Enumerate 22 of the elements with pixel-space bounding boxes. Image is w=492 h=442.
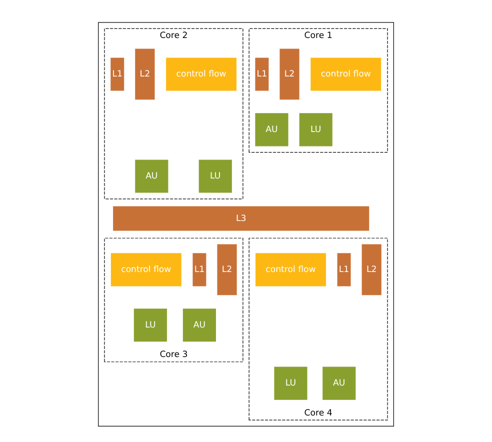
node-box: control flow <box>310 58 382 91</box>
node-box: L2 <box>217 244 237 296</box>
node-box: AU <box>135 160 168 193</box>
node-box: AU <box>182 308 216 342</box>
node-box: control flow <box>256 253 326 286</box>
node-box: AU <box>255 113 288 146</box>
node-box: L2 <box>280 48 300 100</box>
node-box: LU <box>198 160 232 193</box>
node-box: control flow <box>110 253 182 286</box>
node-box: L1 <box>192 253 206 286</box>
node-box: L3 <box>113 206 370 231</box>
node-box: L1 <box>337 253 351 286</box>
node-box: LU <box>274 366 308 400</box>
node-box: L2 <box>135 48 155 100</box>
node-box: control flow <box>166 58 236 91</box>
node-box: LU <box>299 113 332 146</box>
cluster <box>98 22 394 427</box>
node-box: L1 <box>110 58 124 91</box>
node-box: L1 <box>255 58 269 91</box>
node-box: LU <box>134 308 167 342</box>
node-box: L2 <box>362 244 382 296</box>
node-box: AU <box>322 366 356 400</box>
